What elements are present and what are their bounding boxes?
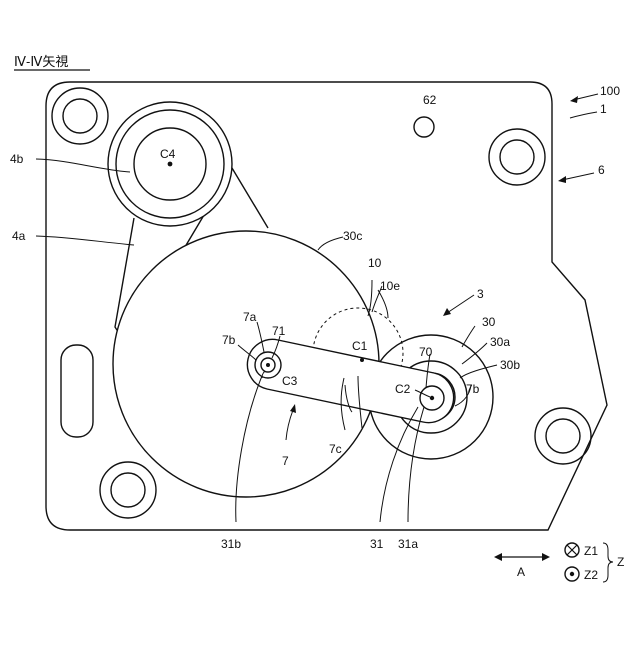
label-4a: 4a	[12, 229, 26, 243]
center-c2-dot	[430, 396, 434, 400]
oval-slot	[61, 345, 93, 437]
center-c1-dot	[360, 358, 364, 362]
label-70: 70	[419, 345, 433, 359]
z2-out-of-page-icon	[565, 567, 579, 581]
center-c3-dot	[266, 363, 270, 367]
label-31a: 31a	[398, 537, 418, 551]
label-7a: 7a	[243, 310, 257, 324]
label-31b: 31b	[221, 537, 241, 551]
label-7b-left: 7b	[222, 333, 236, 347]
direction-a-arrow	[494, 553, 550, 561]
z-brace	[603, 543, 613, 582]
label-100: 100	[600, 84, 620, 98]
z2-label: Z2	[584, 568, 598, 582]
z1-label: Z1	[584, 544, 598, 558]
label-30b: 30b	[500, 358, 520, 372]
label-30: 30	[482, 315, 496, 329]
label-c2: C2	[395, 382, 411, 396]
mounting-boss-right	[535, 408, 591, 464]
label-3: 3	[477, 287, 484, 301]
z-label: Z	[617, 555, 624, 569]
mounting-boss-top-left	[52, 88, 108, 144]
label-30a: 30a	[490, 335, 510, 349]
mounting-boss-top-right	[489, 129, 545, 185]
label-30c: 30c	[343, 229, 362, 243]
view-title: Ⅳ-Ⅳ矢視	[14, 54, 68, 69]
label-c1: C1	[352, 339, 368, 353]
label-10: 10	[368, 256, 382, 270]
label-4b: 4b	[10, 152, 24, 166]
hole-62	[414, 117, 434, 137]
label-c4: C4	[160, 147, 176, 161]
label-c3: C3	[282, 374, 298, 388]
label-7c: 7c	[329, 442, 342, 456]
mounting-boss-bottom-left	[100, 462, 156, 518]
label-62: 62	[423, 93, 437, 107]
z1-into-page-icon	[565, 543, 579, 557]
direction-a-label: A	[517, 565, 525, 579]
label-7: 7	[282, 454, 289, 468]
center-c4-dot	[168, 162, 173, 167]
label-6: 6	[598, 163, 605, 177]
label-71: 71	[272, 324, 286, 338]
label-7b-right: 7b	[466, 382, 480, 396]
label-31: 31	[370, 537, 384, 551]
label-10e: 10e	[380, 279, 400, 293]
label-1: 1	[600, 102, 607, 116]
